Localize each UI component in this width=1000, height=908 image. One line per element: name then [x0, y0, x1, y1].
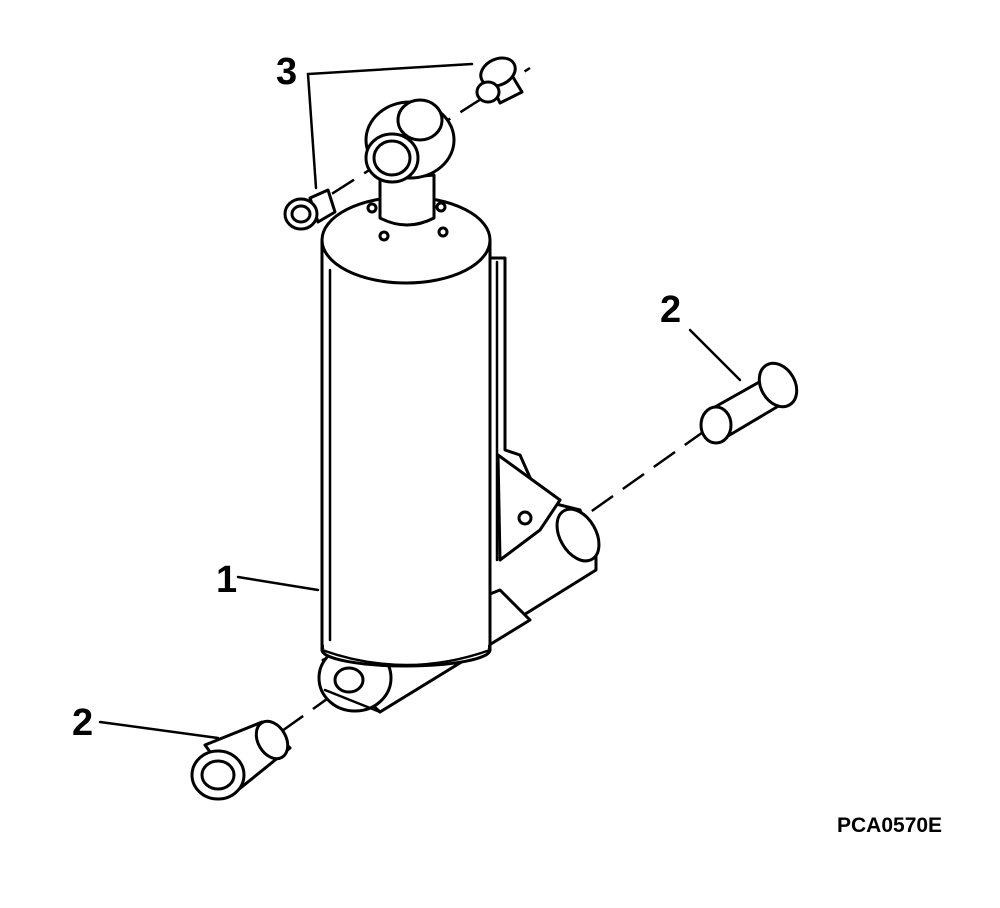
cylinder-top-cap — [320, 195, 492, 285]
figure-id: PCA0570E — [837, 814, 942, 837]
cylinder-body — [320, 238, 492, 668]
bushing-right — [699, 361, 799, 445]
leader-lines — [98, 62, 742, 740]
piston-rod — [378, 173, 436, 227]
bushing-top-upper — [475, 56, 524, 105]
callout-2-right: 2 — [660, 289, 681, 331]
callout-2-left: 2 — [72, 702, 93, 744]
callout-1: 1 — [216, 559, 237, 601]
rod-eye — [364, 98, 456, 184]
bushing-top-lower — [283, 188, 337, 231]
callout-3: 3 — [276, 51, 297, 93]
bushing-left — [190, 719, 292, 801]
